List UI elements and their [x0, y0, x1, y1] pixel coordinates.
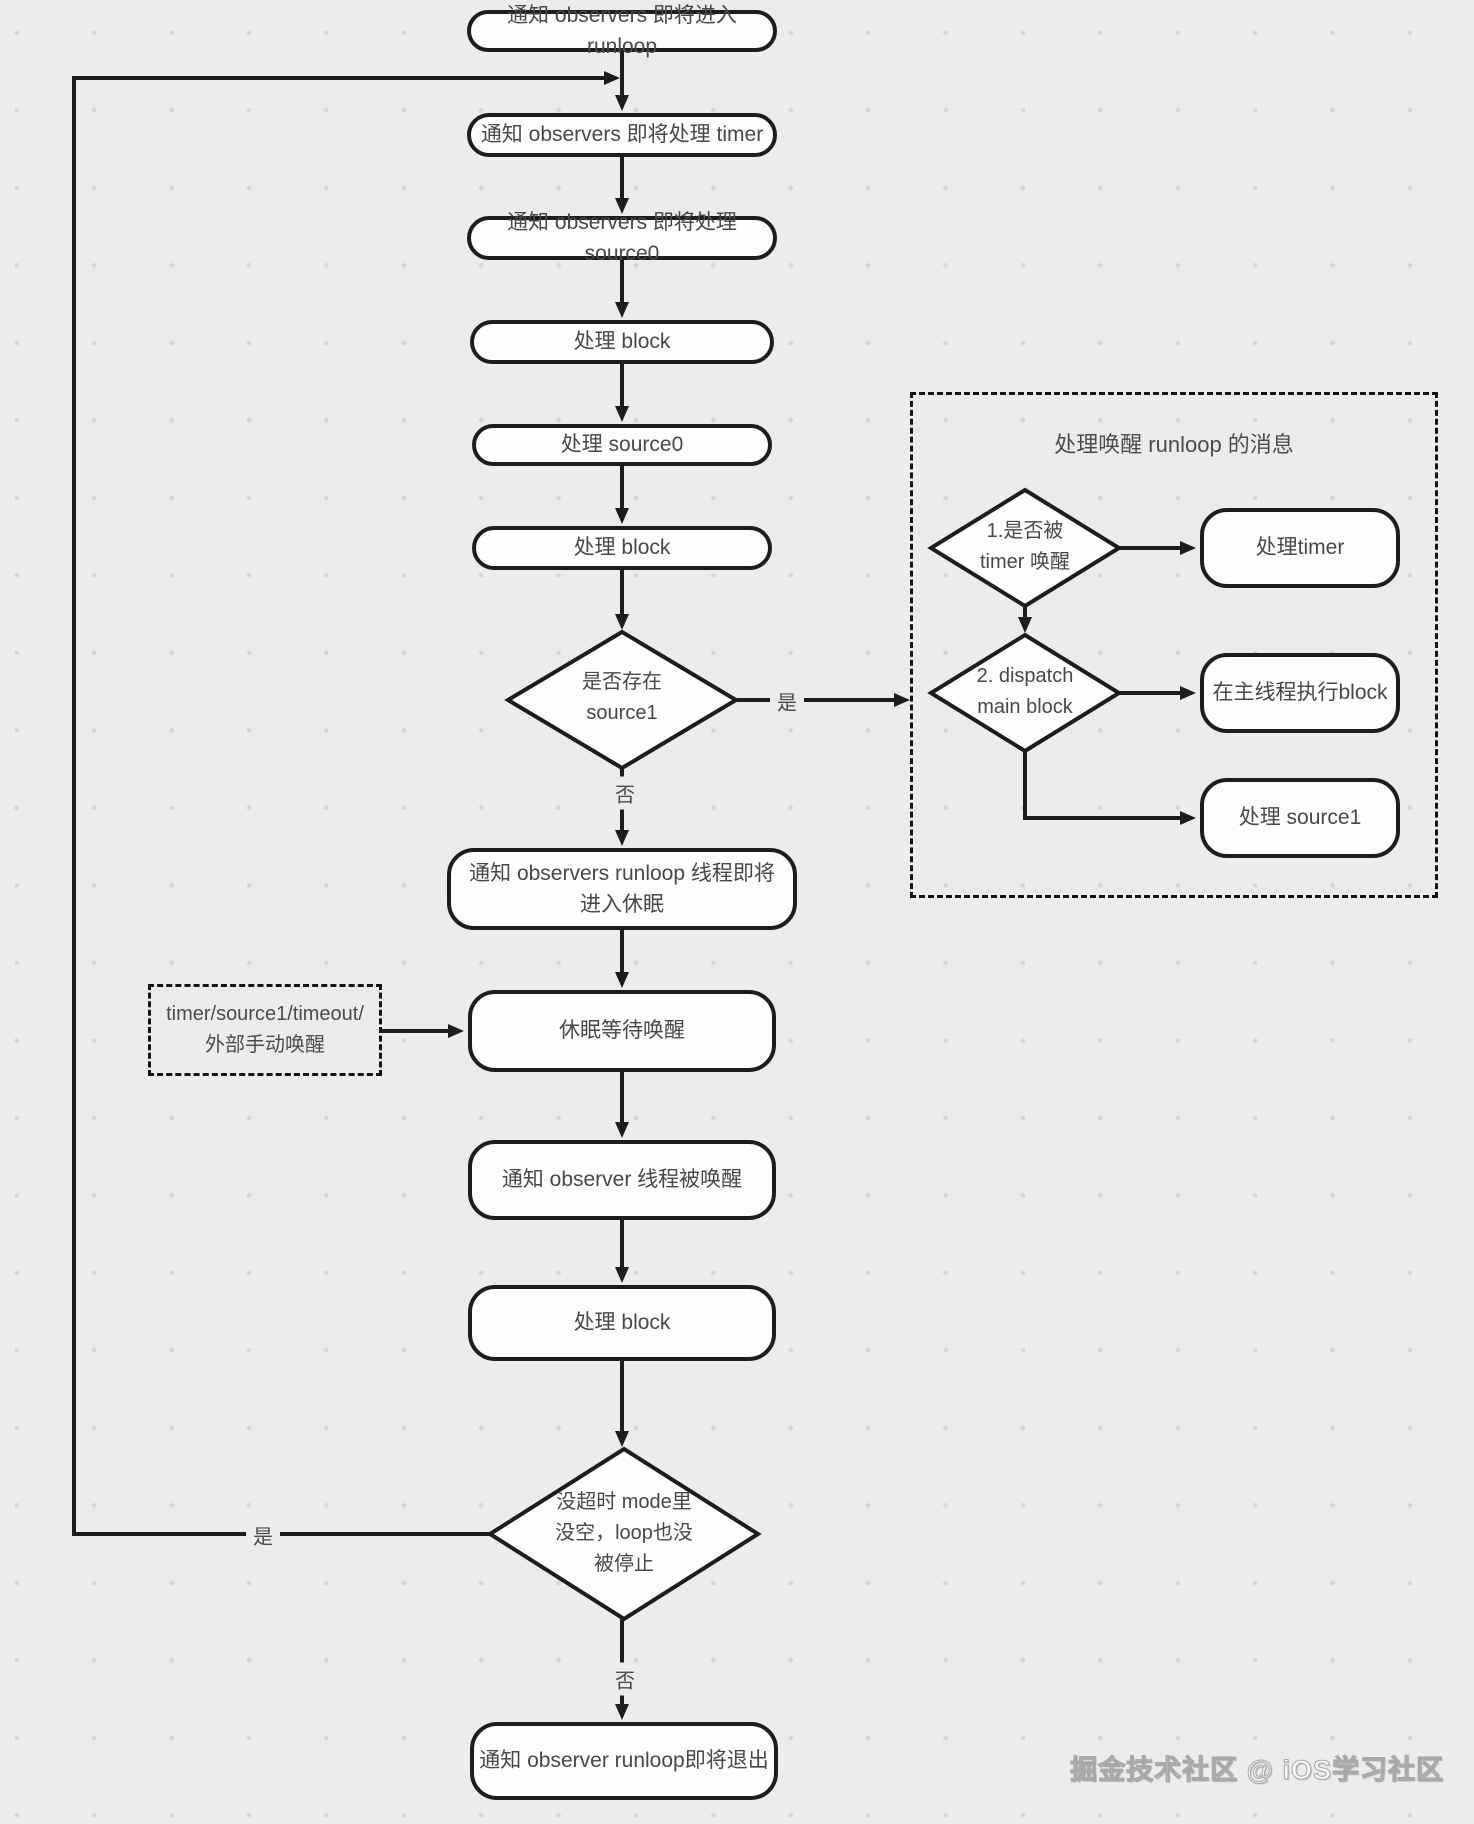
node-main-thread-block: 在主线程执行block: [1200, 653, 1400, 733]
wakeup-panel-title: 处理唤醒 runloop 的消息: [1054, 432, 1294, 457]
node-enter-runloop: 通知 observers 即将进入 runloop: [467, 4, 777, 58]
node-notify-source0: 通知 observers 即将处理 source0: [467, 211, 777, 265]
node-handle-source1: 处理 source1: [1200, 778, 1400, 858]
node-sleep-wait: 休眠等待唤醒: [468, 990, 776, 1072]
decision-timer-wake-diamond: [927, 487, 1123, 609]
edge-label-no-exit: 否: [608, 1662, 642, 1696]
decision-dispatch-diamond: [927, 632, 1123, 754]
decision-continue-label: 没超时 mode里 没空，loop也没 被停止: [555, 1491, 693, 1575]
node-wake-notify: 通知 observer 线程被唤醒: [468, 1140, 776, 1220]
node-block-3: 处理 block: [468, 1285, 776, 1361]
decision-source1-diamond: [504, 629, 740, 771]
wake-sources-note: timer/source1/timeout/ 外部手动唤醒: [148, 984, 382, 1076]
node-handle-timer: 处理timer: [1200, 508, 1400, 588]
node-exit-runloop: 通知 observer runloop即将退出: [470, 1722, 778, 1800]
edge-label-yes-loop: 是: [246, 1518, 280, 1552]
node-notify-timer: 通知 observers 即将处理 timer: [467, 113, 777, 157]
node-block-1: 处理 block: [470, 320, 774, 364]
node-sleep-notify: 通知 observers runloop 线程即将 进入休眠: [447, 848, 797, 930]
decision-source1-label: 是否存在 source1: [582, 671, 662, 724]
wakeup-panel-border: [910, 392, 1438, 898]
decision-continue-diamond: [486, 1446, 762, 1622]
decision-timer-wake-label: 1.是否被 timer 唤醒: [980, 520, 1070, 573]
edge-checkdispatch-to-source1: [1023, 751, 1196, 825]
node-source0: 处理 source0: [472, 424, 772, 466]
edge-label-yes-panel: 是: [770, 684, 804, 718]
decision-dispatch-label: 2. dispatch main block: [976, 665, 1074, 718]
edge-loop-back: [72, 71, 620, 1536]
watermark: 掘金技术社区 @ iOS学习社区: [1070, 1754, 1444, 1785]
edge-label-no-sleep: 否: [608, 776, 642, 810]
node-block-2: 处理 block: [472, 526, 772, 570]
